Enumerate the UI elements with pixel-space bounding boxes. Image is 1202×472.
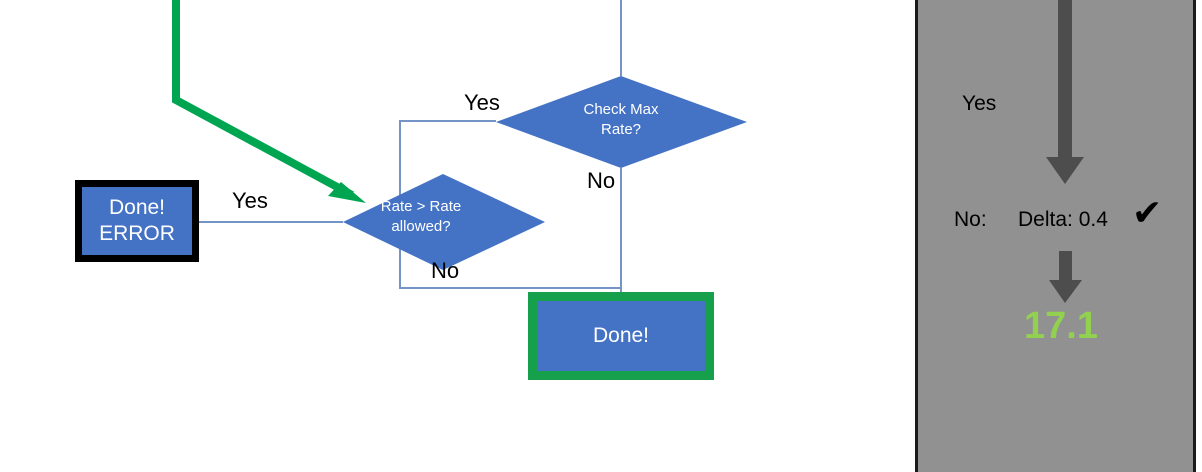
- down-arrow-long-icon: [1046, 0, 1084, 184]
- green-arrowhead-icon: [328, 182, 366, 203]
- panel-label-no: No:: [954, 208, 987, 231]
- terminal-box-done-error[interactable]: Done! ERROR: [75, 180, 199, 262]
- down-arrow-short-icon: [1049, 251, 1082, 303]
- edge-label-no-rate-allowed: No: [431, 258, 460, 283]
- check-mark-icon: ✔: [1132, 192, 1163, 233]
- terminal-box-done[interactable]: Done!: [528, 292, 714, 380]
- terminal-box-done-label: Done!: [592, 324, 650, 347]
- edge-label-yes-check-max: Yes: [464, 90, 500, 115]
- panel-label-delta: Delta: 0.4: [1018, 208, 1108, 231]
- diamond-label-rate-gt-rate-allowed: Rate > Rate allowed?: [380, 198, 462, 236]
- diamond-check-max-rate[interactable]: [496, 76, 747, 168]
- terminal-box-done-error-label: Done! ERROR: [99, 195, 175, 245]
- green-highlight-path: [172, 0, 354, 199]
- diamond-rate-gt-rate-allowed[interactable]: [343, 174, 545, 270]
- diamond-label-check-max-rate: Check Max Rate?: [583, 101, 659, 139]
- gray-panel-arrows: [1046, 0, 1084, 303]
- connector-no-rate-allowed-to-done: [399, 247, 621, 289]
- connector-yes-check-max-to-rate-allowed: [399, 120, 496, 198]
- edge-label-no-check-max: No: [587, 168, 616, 193]
- panel-label-yes: Yes: [962, 92, 997, 115]
- panel-result-value: 17.1: [1024, 305, 1098, 347]
- gray-side-panel: Yes No: Delta: 0.4 ✔ 17.1: [915, 0, 1196, 472]
- edge-label-yes-rate-allowed: Yes: [232, 188, 268, 213]
